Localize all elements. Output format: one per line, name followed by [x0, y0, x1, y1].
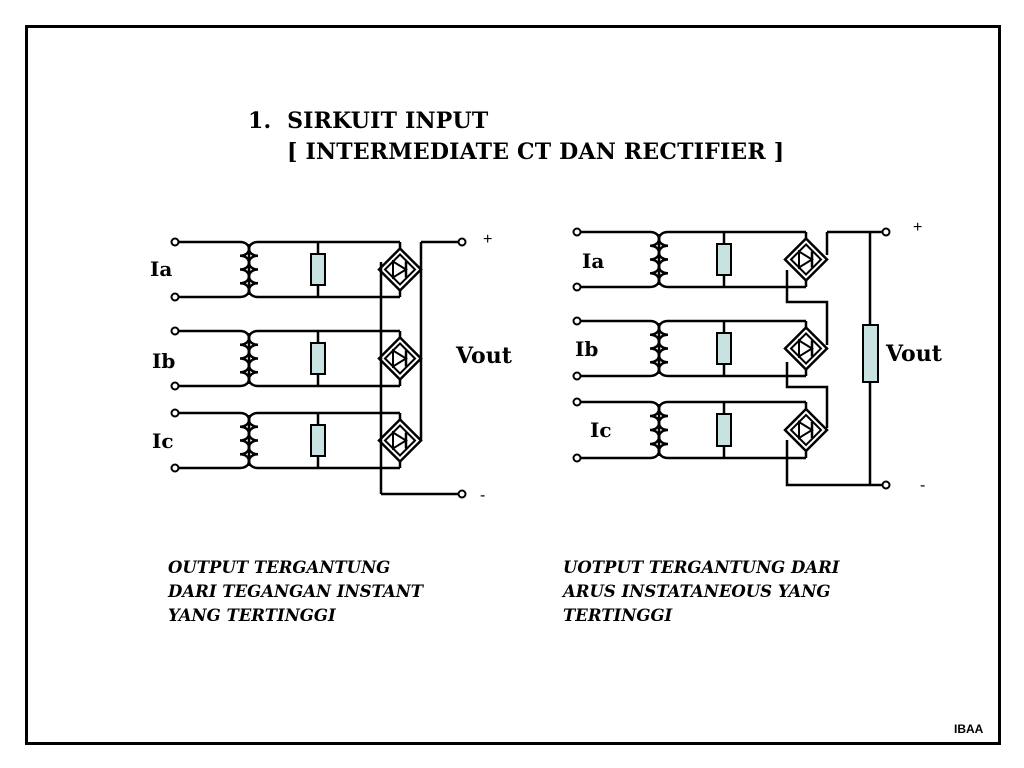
negative-output-wire: [785, 440, 882, 487]
input-terminal: [170, 408, 180, 418]
bridge-inner-outline: [383, 424, 417, 457]
left-caption: OUTPUT TERGANTUNG DARI TEGANGAN INSTANT …: [168, 556, 423, 628]
input-terminal: [572, 316, 582, 326]
bridge-inner-outline: [789, 243, 823, 276]
input-terminal: [170, 237, 180, 247]
right-phase-label-c: Ic: [590, 418, 612, 442]
negative-output-terminal: [881, 480, 891, 490]
right-caption: UOTPUT TERGANTUNG DARI ARUS INSTATANEOUS…: [563, 556, 840, 628]
input-terminal: [572, 282, 582, 292]
right-minus-sign: -: [920, 477, 925, 494]
left-vout-label: Vout: [455, 343, 513, 369]
right-phase-label-a: Ia: [582, 249, 604, 273]
rectifier-bridge: [783, 325, 829, 372]
left-circuit: [170, 237, 467, 499]
series-link: [785, 362, 829, 428]
right-phase-label-b: Ib: [575, 337, 598, 361]
left-minus-sign: -: [480, 487, 485, 504]
load-resistor: [862, 324, 879, 383]
left-caption-line-2: DARI TEGANGAN INSTANT: [168, 582, 424, 601]
title-line-1: 1. SIRKUIT INPUT: [248, 108, 489, 134]
left-phase-label-a: Ia: [150, 257, 172, 281]
ct-secondary-coil: [247, 329, 259, 388]
right-caption-line-3: TERTINGGI: [563, 606, 673, 625]
burden-resistor: [716, 413, 732, 447]
input-terminal: [572, 453, 582, 463]
diode-symbol: [392, 259, 408, 280]
right-vout-label: Vout: [885, 341, 943, 367]
burden-resistor: [716, 243, 732, 276]
ct-secondary-coil: [657, 400, 669, 460]
input-terminal: [170, 381, 180, 391]
right-caption-line-2: ARUS INSTATANEOUS YANG: [563, 582, 831, 601]
right-plus-sign: +: [913, 219, 922, 236]
bridge-inner-outline: [789, 413, 823, 447]
burden-resistor: [310, 342, 326, 375]
input-terminal: [170, 292, 180, 302]
title-number: 1.: [248, 108, 272, 134]
positive-output-terminal: [457, 237, 467, 247]
ct-primary-coil: [649, 319, 661, 378]
right-caption-line-1: UOTPUT TERGANTUNG DARI: [563, 558, 840, 577]
diode-symbol: [392, 348, 408, 369]
input-terminal: [572, 227, 582, 237]
ct-primary-coil: [649, 230, 661, 289]
ct-secondary-coil: [657, 319, 669, 378]
ct-secondary-coil: [247, 411, 259, 470]
ct-secondary-coil: [657, 230, 669, 289]
diode-symbol: [798, 338, 814, 359]
bridge-inner-outline: [383, 253, 417, 286]
input-terminal: [572, 397, 582, 407]
burden-resistor: [310, 253, 326, 286]
slide-frame: [25, 25, 1001, 745]
bridge-inner-outline: [383, 342, 417, 375]
left-phase-label-c: Ic: [152, 429, 174, 453]
negative-output-terminal: [457, 489, 467, 499]
series-link: [785, 270, 829, 345]
burden-resistor: [716, 332, 732, 365]
input-terminal: [170, 463, 180, 473]
diode-symbol: [798, 249, 814, 270]
right-circuit: [572, 227, 891, 490]
burden-resistor: [310, 424, 326, 457]
ct-primary-coil: [239, 240, 251, 299]
rectifier-bridge: [377, 335, 423, 382]
ct-primary-coil: [239, 329, 251, 388]
input-terminal: [572, 371, 582, 381]
left-phase-label-b: Ib: [152, 349, 175, 373]
diode-symbol: [798, 420, 814, 440]
ct-primary-coil: [239, 411, 251, 470]
input-terminal: [170, 326, 180, 336]
rectifier-bridge: [377, 246, 423, 293]
title-main: SIRKUIT INPUT: [287, 108, 489, 134]
footer-logo-text: IBAA: [954, 722, 984, 736]
ct-primary-coil: [649, 400, 661, 460]
rectifier-bridge: [377, 417, 423, 464]
left-plus-sign: +: [483, 231, 492, 248]
left-caption-line-1: OUTPUT TERGANTUNG: [168, 558, 391, 577]
rectifier-bridge: [783, 236, 829, 283]
diode-symbol: [392, 430, 408, 451]
positive-output-terminal: [881, 227, 891, 237]
left-caption-line-3: YANG TERTINGGI: [168, 606, 336, 625]
rectifier-bridge: [783, 407, 829, 453]
ct-secondary-coil: [247, 240, 259, 299]
title-line-2: [ INTERMEDIATE CT DAN RECTIFIER ]: [287, 139, 785, 165]
bridge-inner-outline: [789, 332, 823, 365]
